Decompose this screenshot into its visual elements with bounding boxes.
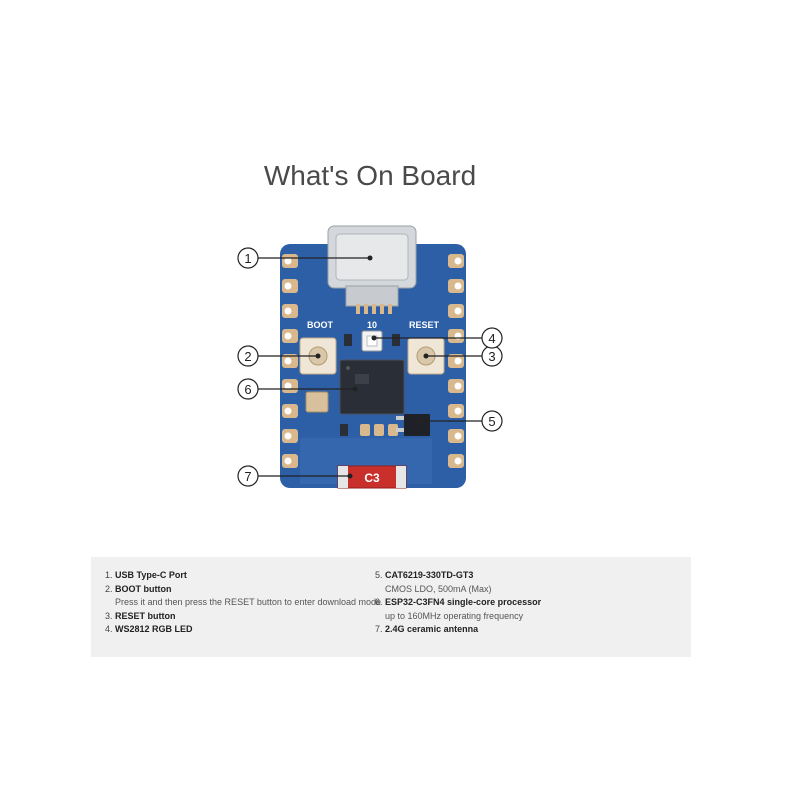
legend-item-description: Press it and then press the RESET button… [115, 597, 381, 607]
small-components [305, 334, 400, 436]
callout-7: 7 [237, 465, 259, 487]
legend-item-title: ESP32-C3FN4 single-core processor [385, 597, 542, 607]
legend-item-title: CAT6219-330TD-GT3 [385, 570, 474, 580]
legend-item-number: 7. [375, 624, 383, 634]
callout-5: 5 [481, 410, 503, 432]
callout-dots [315, 255, 429, 479]
legend-item-title: 2.4G ceramic antenna [385, 624, 479, 634]
legend-item: 4. WS2812 RGB LED [105, 623, 381, 637]
antenna-marking: C3 [364, 471, 380, 485]
callout-3: 3 [481, 345, 503, 367]
legend-item-number: 1. [105, 570, 113, 580]
legend-item-number: 4. [105, 624, 113, 634]
ceramic-antenna: C3 [337, 465, 407, 489]
legend-item-description: up to 160MHz operating frequency [385, 610, 524, 621]
esp32-chip [339, 359, 405, 415]
callout-3-number: 3 [488, 349, 495, 364]
legend-item: 3. RESET button [105, 610, 381, 624]
legend-item: 7. 2.4G ceramic antenna [375, 623, 541, 637]
legend-item: 6. ESP32-C3FN4 single-core processor up … [375, 596, 541, 623]
legend-item-number: 2. [105, 583, 113, 594]
legend-item-title: RESET button [115, 610, 176, 621]
legend-item-number: 6. [375, 597, 383, 607]
left-pin-pads [282, 254, 298, 468]
legend-item: 5. CAT6219-330TD-GT3 CMOS LDO, 500mA (Ma… [375, 569, 541, 596]
callout-4: 4 [481, 327, 503, 349]
callout-1: 1 [237, 247, 259, 269]
callout-6: 6 [237, 378, 259, 400]
legend-item-title: BOOT button [115, 583, 172, 594]
callout-4-number: 4 [488, 331, 495, 346]
ldo-regulator [396, 414, 430, 436]
legend-column-right: 5. CAT6219-330TD-GT3 CMOS LDO, 500mA (Ma… [375, 569, 541, 637]
legend-item-number: 5. [375, 570, 383, 580]
callout-6-number: 6 [244, 382, 251, 397]
page-title: What's On Board [263, 160, 477, 191]
legend-item: 1. USB Type-C Port [105, 569, 381, 583]
callout-2: 2 [237, 345, 259, 367]
right-pin-pads [448, 254, 464, 468]
legend-item-description: CMOS LDO, 500mA (Max) [385, 583, 492, 594]
component-legend: 1. USB Type-C Port 2. BOOT button Press … [91, 557, 691, 657]
legend-column-left: 1. USB Type-C Port 2. BOOT button Press … [105, 569, 381, 637]
callout-2-number: 2 [244, 349, 251, 364]
rgb-led [361, 330, 383, 352]
reset-silkscreen: RESET [409, 320, 440, 330]
legend-item-title: USB Type-C Port [115, 570, 187, 580]
callout-7-number: 7 [244, 469, 251, 484]
boot-silkscreen: BOOT [307, 320, 334, 330]
callout-1-number: 1 [244, 251, 251, 266]
callout-5-number: 5 [488, 414, 495, 429]
legend-item-title: WS2812 RGB LED [115, 624, 193, 634]
legend-item-number: 3. [105, 610, 113, 621]
pin-10-silkscreen: 10 [367, 320, 377, 330]
legend-item: 2. BOOT button Press it and then press t… [105, 583, 381, 610]
callout-lines [258, 257, 482, 477]
